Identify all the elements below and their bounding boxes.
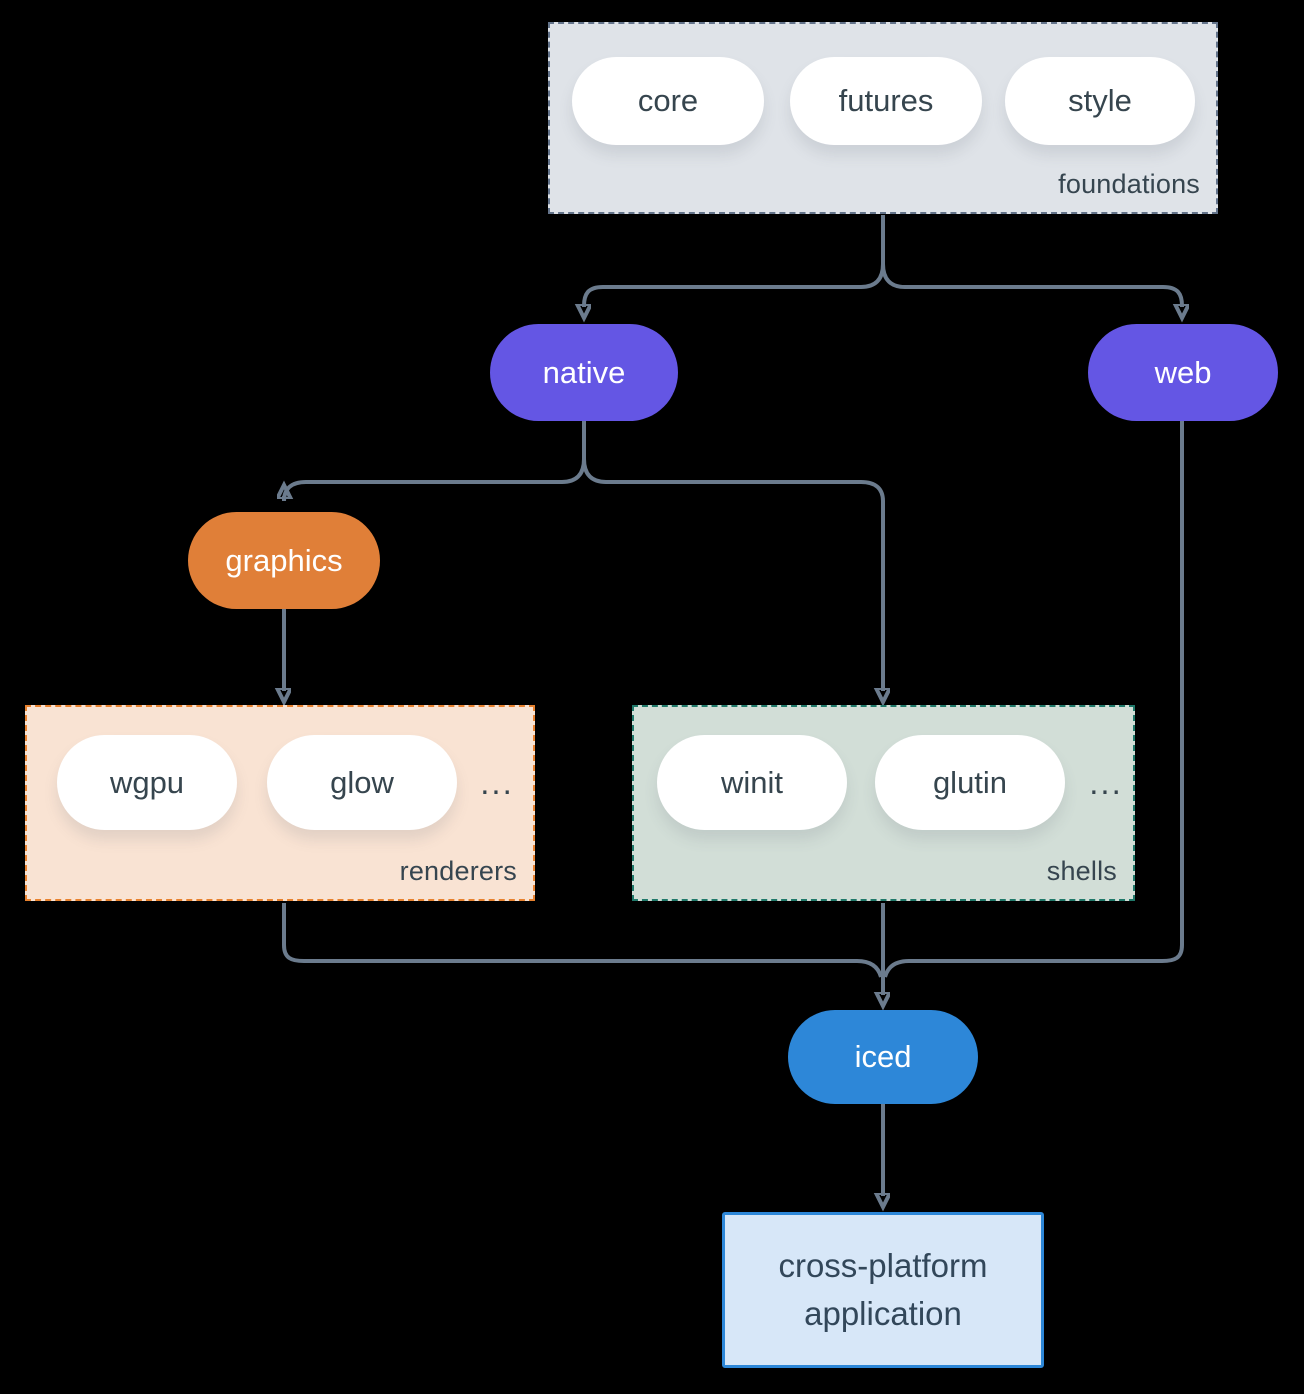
- node-application: cross-platform application: [722, 1212, 1044, 1368]
- node-winit: winit: [657, 735, 847, 830]
- node-glutin: glutin: [875, 735, 1065, 830]
- node-glutin-label: glutin: [932, 764, 1008, 800]
- renderers-ellipsis: ...: [480, 763, 514, 801]
- renderers-group-label: renderers: [399, 856, 517, 886]
- node-glow-label: glow: [330, 764, 394, 800]
- edge-renderers-iced: [282, 903, 883, 978]
- edge-native-shells: [582, 421, 883, 691]
- node-web-label: web: [1154, 354, 1212, 390]
- edge-foundations-native: [584, 215, 885, 307]
- node-winit-label: winit: [720, 764, 783, 800]
- shells-ellipsis: ...: [1089, 763, 1123, 801]
- node-graphics-label: graphics: [225, 542, 343, 578]
- node-glow: glow: [267, 735, 457, 830]
- node-iced-label: iced: [854, 1039, 912, 1074]
- node-futures-label: futures: [838, 83, 934, 118]
- edge-foundations-web: [881, 215, 1182, 307]
- node-web: web: [1088, 324, 1278, 421]
- edge-web-iced: [883, 421, 1184, 978]
- edge-native-graphics: [284, 421, 586, 502]
- node-core-label: core: [637, 83, 699, 118]
- node-native-label: native: [542, 354, 626, 390]
- node-wgpu-label: wgpu: [109, 764, 185, 800]
- node-futures: futures: [790, 57, 982, 145]
- node-style-label: style: [1068, 83, 1132, 118]
- shells-group-label: shells: [1046, 856, 1117, 886]
- foundations-group-label: foundations: [1058, 169, 1200, 199]
- renderers-group-box: wgpu glow ... renderers: [25, 705, 535, 901]
- foundations-group-box: core futures style foundations: [548, 22, 1218, 214]
- node-graphics: graphics: [188, 512, 380, 609]
- node-application-label: cross-platform application: [778, 1247, 988, 1332]
- node-style: style: [1005, 57, 1195, 145]
- node-core: core: [572, 57, 764, 145]
- node-wgpu: wgpu: [57, 735, 237, 830]
- node-iced: iced: [788, 1010, 978, 1104]
- shells-group-box: winit glutin ... shells: [632, 705, 1135, 901]
- node-native: native: [490, 324, 678, 421]
